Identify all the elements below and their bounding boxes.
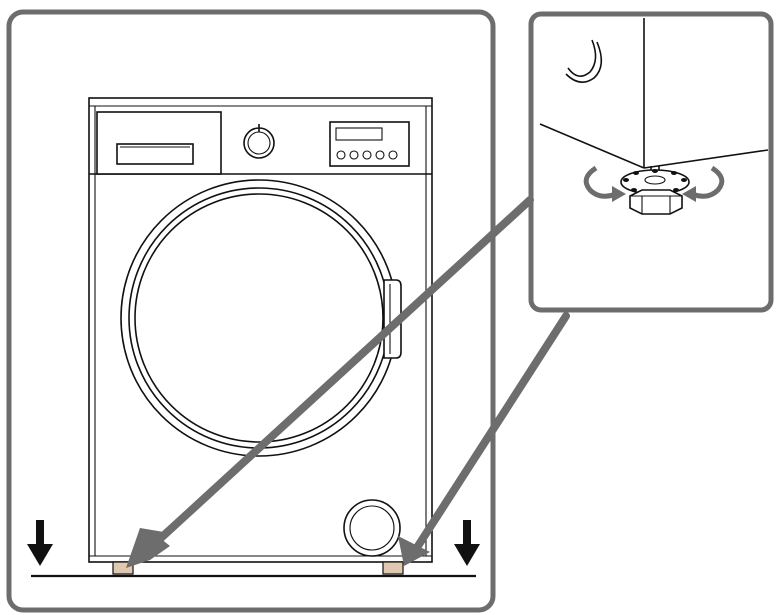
rotate-arrow-icon [583, 165, 626, 202]
drawer-handle [116, 143, 194, 165]
down-arrow-icon [454, 520, 480, 566]
rotate-arrow-icon [682, 165, 725, 202]
filter-cover-outer [343, 499, 401, 557]
button-dot [388, 150, 398, 160]
hex-foot-body [629, 189, 683, 215]
door-handle [383, 279, 402, 359]
button-dot [375, 150, 385, 160]
lock-nut [620, 169, 690, 195]
filter-cover [343, 499, 401, 557]
pointer-arrow-icon [126, 196, 534, 568]
button-dot [349, 150, 359, 160]
lock-nut-hole [644, 175, 666, 185]
display-panel [329, 121, 410, 167]
right-foot [382, 561, 404, 575]
main-panel [6, 9, 496, 613]
door-glass [134, 193, 384, 443]
button-dot [362, 150, 372, 160]
door-outer-ring [120, 179, 398, 457]
filter-cover-inner [349, 505, 395, 551]
detail-panel-frame [528, 11, 774, 313]
cabinet-bottom-left-edge [539, 123, 645, 169]
cabinet-bottom-right-edge [643, 149, 769, 169]
button-dot [336, 150, 346, 160]
hex-foot [629, 189, 683, 215]
drawer-panel [96, 111, 222, 175]
down-arrow-icon [27, 520, 53, 566]
cabinet-curve-detail [565, 41, 603, 83]
cabinet-curve-detail [567, 39, 597, 77]
pointer-arrow-icon [398, 312, 570, 566]
detergent-drawer [96, 111, 222, 175]
program-knob [243, 124, 275, 159]
detail-panel [528, 11, 774, 313]
display-screen [335, 127, 383, 141]
